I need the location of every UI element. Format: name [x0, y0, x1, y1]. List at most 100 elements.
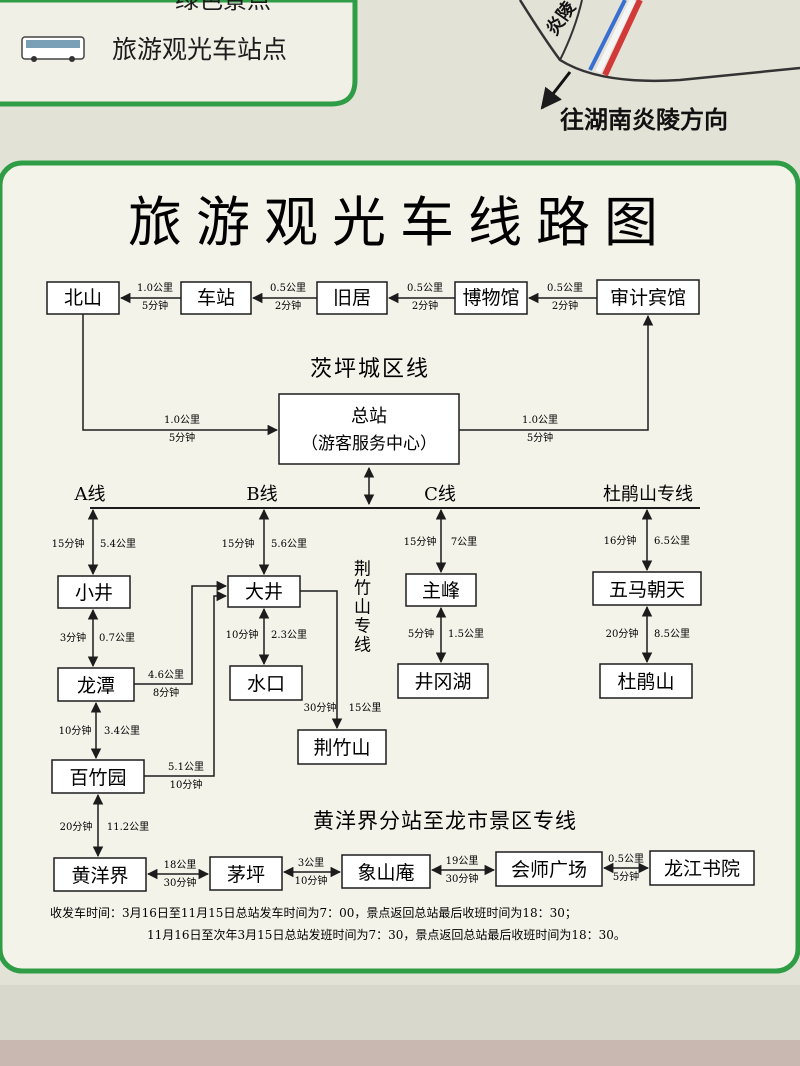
seg-dist: 0.7公里	[99, 632, 135, 644]
seg-dist: 7公里	[451, 536, 477, 548]
schedule-line-2: 11月16日至次年3月15日总站发班时间为7：30，景点返回总站最后收班时间为1…	[147, 927, 626, 942]
station-label: 百竹园	[69, 767, 126, 789]
line-a-label: A线	[74, 484, 106, 505]
legend-panel: 绿色景点 旅游观光车站点	[0, 0, 358, 107]
station-label: 大井	[245, 581, 283, 603]
seg-dist: 5.1公里	[168, 761, 204, 773]
station-box-longtan: 龙潭	[57, 667, 135, 702]
station-label: 博物馆	[462, 287, 519, 309]
seg-time: 16分钟	[604, 534, 637, 547]
seg-time: 5分钟	[169, 431, 195, 444]
seg-dist: 0.5公里	[407, 282, 443, 294]
board-frame	[0, 160, 800, 974]
seg-time: 2分钟	[275, 299, 301, 312]
bottom-line-name: 黄洋界分站至龙市景区专线	[313, 809, 577, 833]
seg-time: 2分钟	[412, 299, 438, 312]
seg-dist: 2.3公里	[271, 629, 307, 641]
seg-dist: 4.6公里	[148, 669, 184, 681]
station-box-zhufeng: 主峰	[405, 573, 477, 607]
seg-time: 3分钟	[60, 631, 86, 644]
station-label: 杜鹃山	[617, 671, 674, 693]
seg-time: 5分钟	[527, 431, 553, 444]
seg-dist: 5.4公里	[100, 538, 136, 550]
seg-time: 30分钟	[164, 876, 197, 889]
station-box-shuikou: 水口	[229, 665, 303, 701]
seg-dist: 0.5公里	[608, 853, 644, 865]
seg-time: 8分钟	[153, 686, 179, 699]
station-label: 龙江书院	[664, 858, 740, 880]
legend-bus-label: 旅游观光车站点	[112, 35, 287, 64]
station-label: 会师广场	[511, 859, 587, 881]
station-box-jiuju: 旧居	[316, 281, 388, 315]
hub-sub: （游客服务中心）	[301, 434, 437, 454]
station-box-huangyangjie: 黄洋界	[53, 857, 147, 892]
station-label: 井冈湖	[414, 671, 471, 693]
seg-time: 10分钟	[170, 778, 203, 791]
station-box-dajing: 大井	[227, 575, 301, 608]
seg-time: 5分钟	[408, 627, 434, 640]
station-box-jinggang-lake: 井冈湖	[397, 663, 489, 699]
seg-time: 5分钟	[142, 299, 168, 312]
line-b-label: B线	[246, 484, 277, 505]
arrow-hub-shenji	[459, 314, 654, 431]
seg-time: 10分钟	[226, 628, 259, 641]
seg-dist: 1.5公里	[448, 628, 484, 640]
seg-dist: 18公里	[164, 859, 197, 871]
seg-dist: 19公里	[446, 855, 479, 867]
station-box-beishan: 北山	[46, 281, 120, 315]
seg-dist: 1.0公里	[522, 414, 558, 426]
station-label: 主峰	[422, 580, 460, 602]
station-label: 车站	[197, 287, 235, 309]
seg-dist: 8.5公里	[654, 628, 690, 640]
station-box-jingzhushan: 荆竹山	[297, 729, 387, 765]
station-box-dujuanshan: 杜鹃山	[599, 663, 693, 699]
station-box-wuma: 五马朝天	[592, 571, 702, 606]
station-label: 荆竹山	[313, 737, 370, 759]
arrow-longtan-dajing	[134, 580, 228, 685]
seg-time: 10分钟	[295, 874, 328, 887]
seg-dist: 5.6公里	[271, 538, 307, 550]
legend-partial-text: 绿色景点	[175, 0, 271, 14]
hub-box: 总站 （游客服务中心）	[278, 393, 460, 465]
hub-name: 总站	[351, 406, 387, 427]
line-d-label: 杜鹃山专线	[603, 484, 693, 505]
seg-time: 10分钟	[59, 724, 92, 737]
seg-dist: 3.4公里	[104, 725, 140, 737]
arrow-beishan-hub	[82, 314, 279, 436]
station-label: 五马朝天	[609, 579, 685, 601]
arrow-baizhuyuan-dajing	[144, 590, 228, 777]
arrow-dajing-jingzhushan	[300, 590, 343, 730]
map-title: 旅游观光车线路图	[128, 191, 672, 254]
station-label: 审计宾馆	[610, 287, 686, 309]
station-box-xiangshanan: 象山庵	[341, 854, 431, 889]
station-label: 小井	[75, 582, 113, 604]
city-line-name: 茨坪城区线	[310, 357, 430, 382]
station-box-bowuguan: 博物馆	[454, 281, 528, 315]
station-box-huishi: 会师广场	[495, 851, 603, 887]
station-label: 龙潭	[77, 675, 115, 697]
station-box-longjiang: 龙江书院	[649, 850, 755, 886]
jingzhushan-line-label: 荆竹山专线	[350, 559, 371, 654]
station-label: 黄洋界	[71, 865, 128, 887]
seg-dist: 6.5公里	[654, 535, 690, 547]
seg-dist: 1.0公里	[164, 414, 200, 426]
schedule-line-1: 收发车时间：3月16日至11月15日总站发车时间为7：00，景点返回总站最后收班…	[50, 905, 577, 920]
floor-strip	[0, 1040, 800, 1066]
line-c-label: C线	[424, 484, 456, 505]
station-box-shenji: 审计宾馆	[596, 279, 700, 315]
station-box-maoping: 茅坪	[209, 856, 283, 891]
seg-time: 15分钟	[52, 537, 85, 550]
seg-dist: 0.5公里	[270, 282, 306, 294]
station-box-xiaojing: 小井	[57, 575, 131, 609]
seg-time: 2分钟	[552, 299, 578, 312]
seg-time: 5分钟	[613, 870, 639, 883]
station-label: 北山	[64, 287, 102, 309]
seg-time: 15分钟	[222, 537, 255, 550]
seg-time: 20分钟	[606, 627, 639, 640]
seg-dist: 11.2公里	[107, 821, 149, 833]
seg-time: 30分钟	[446, 872, 479, 885]
seg-dist: 0.5公里	[547, 282, 583, 294]
seg-time: 30分钟	[304, 701, 337, 714]
station-label: 茅坪	[227, 864, 265, 886]
